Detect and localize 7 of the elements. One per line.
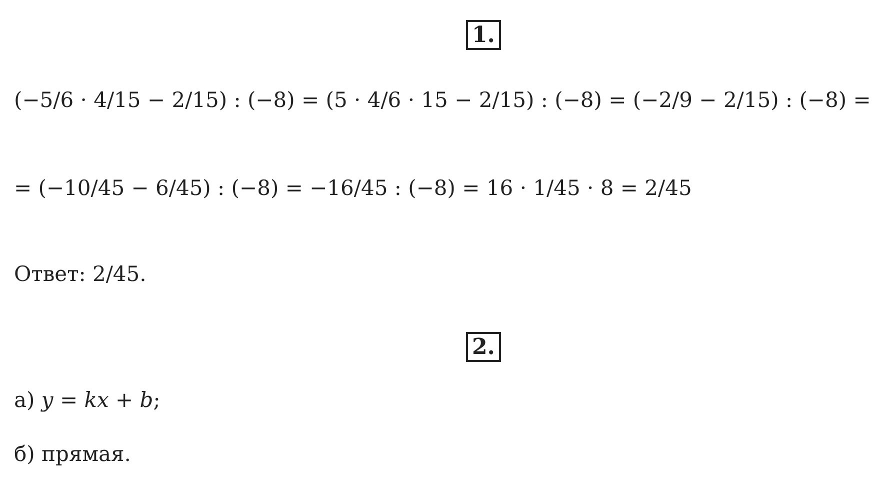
math-line: б) прямая. xyxy=(14,442,131,466)
task-number: 2. xyxy=(466,332,501,362)
math-line: (−5/6 · 4/15 − 2/15) : (−8) = (5 · 4/6 · 15 − 2/15) : (−8) = (−2/9 − 2/15) : (−8) = xyxy=(14,88,871,112)
task-number: 1. xyxy=(466,20,501,50)
math-line: а) y = kx + b; xyxy=(14,388,160,412)
math-line: Ответ: 2/45. xyxy=(14,262,146,286)
math-line: = (−10/45 − 6/45) : (−8) = −16/45 : (−8) = 16 · 1/45 · 8 = 2/45 xyxy=(14,176,692,200)
